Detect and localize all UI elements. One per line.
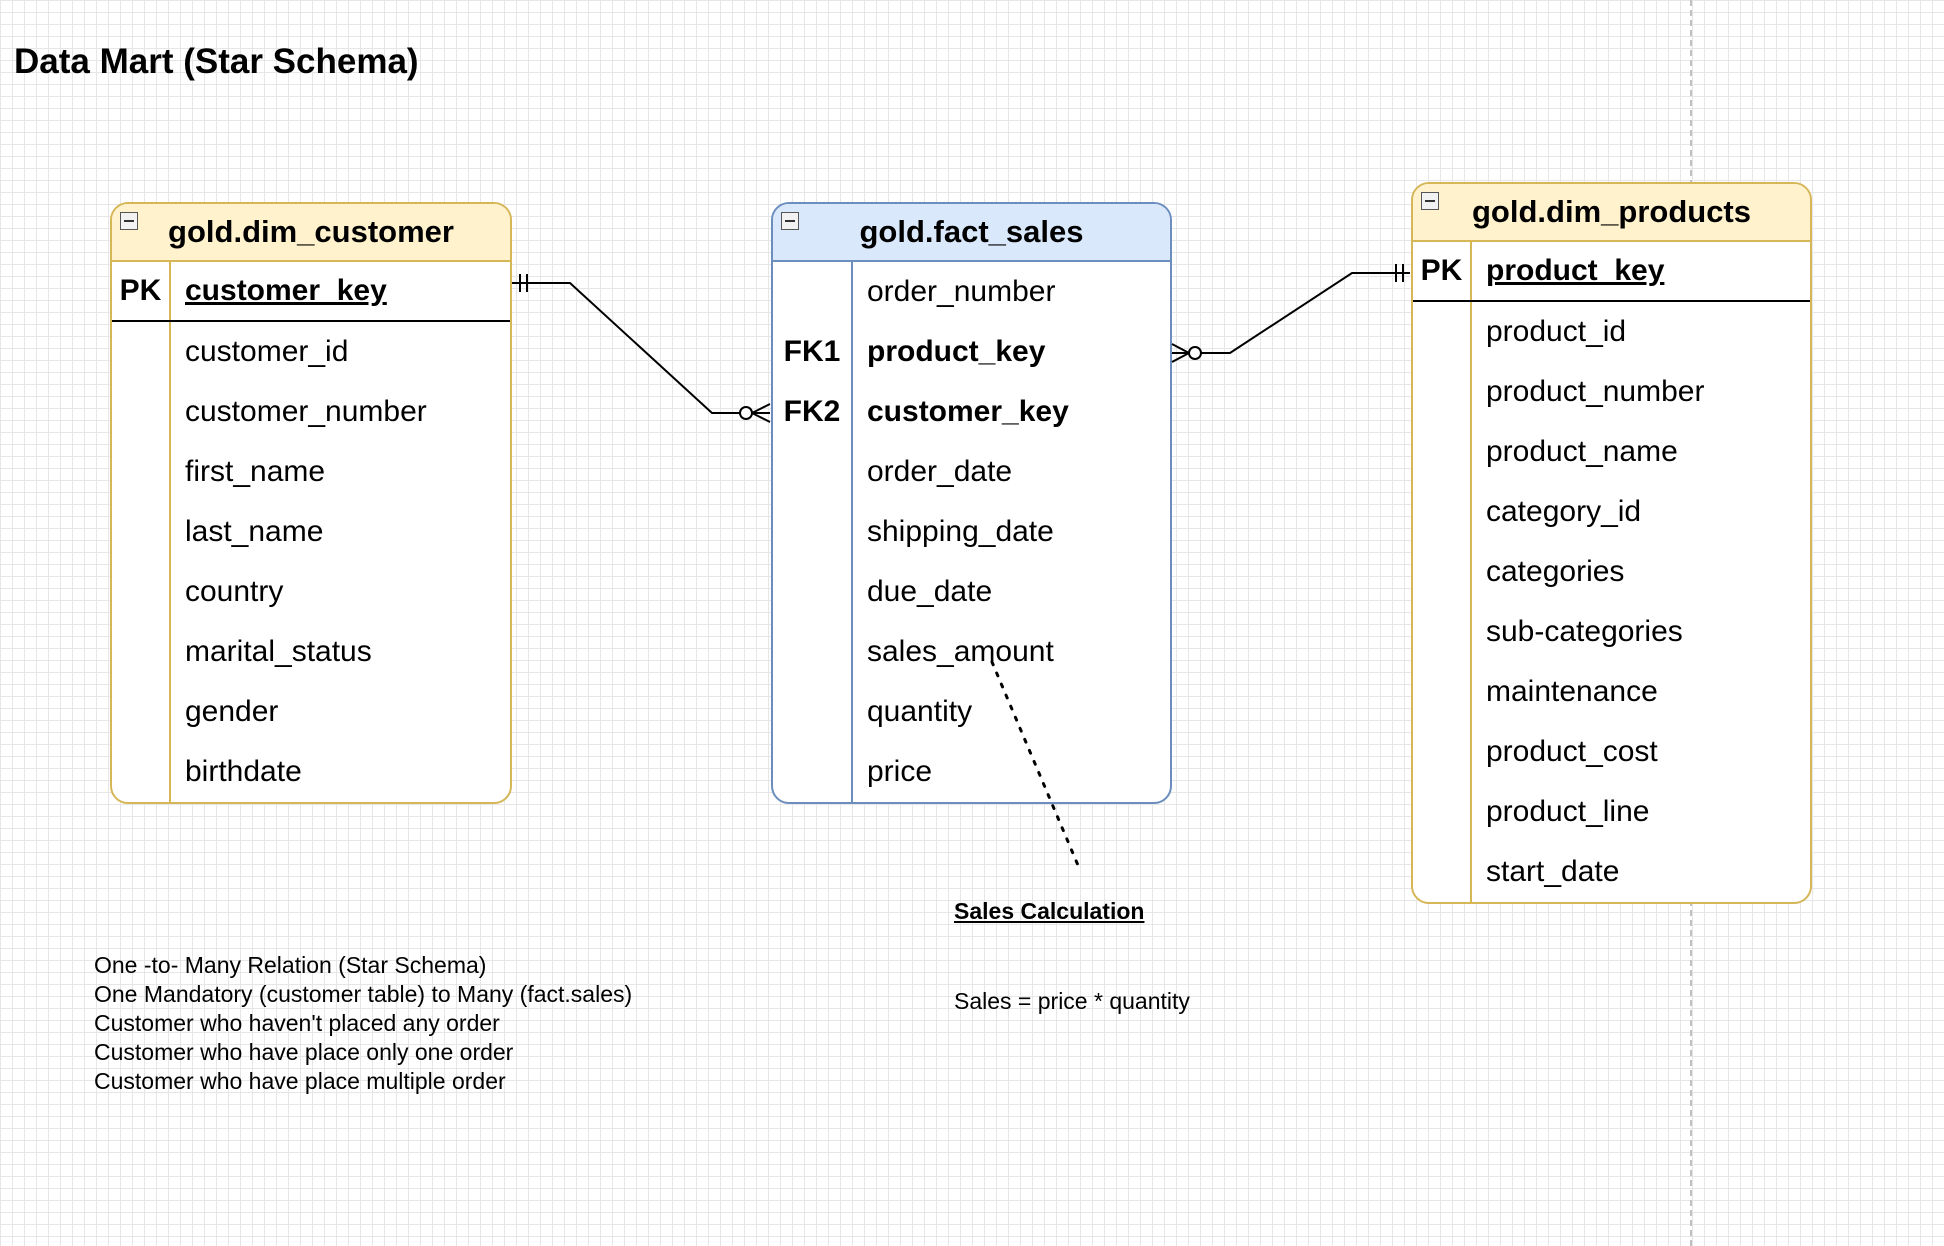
- entity-title: gold.dim_customer: [168, 214, 454, 249]
- field-name: product_id: [1486, 315, 1627, 348]
- table-row[interactable]: gender: [112, 682, 510, 742]
- entity-dim-products[interactable]: gold.dim_products PK product_key product…: [1411, 182, 1812, 904]
- field-name: customer_number: [185, 395, 427, 428]
- table-row[interactable]: FK1 product_key: [773, 322, 1170, 382]
- field-name: product_name: [1486, 435, 1678, 468]
- table-row[interactable]: marital_status: [112, 622, 510, 682]
- table-row[interactable]: sales_amount: [773, 622, 1170, 682]
- pk-row[interactable]: PK product_key: [1413, 242, 1810, 302]
- field-name: country: [185, 575, 284, 608]
- table-row[interactable]: FK2 customer_key: [773, 382, 1170, 442]
- field-name: sales_amount: [867, 635, 1054, 668]
- field-name: marital_status: [185, 635, 372, 668]
- entity-header[interactable]: gold.dim_products: [1413, 184, 1810, 242]
- customer-sales-relation[interactable]: [512, 274, 771, 423]
- collapse-icon[interactable]: [120, 212, 138, 230]
- field-name: first_name: [185, 455, 326, 488]
- table-row[interactable]: product_name: [1413, 422, 1810, 482]
- field-name: due_date: [867, 575, 993, 608]
- table-row[interactable]: last_name: [112, 502, 510, 562]
- calc-note-title: Sales Calculation: [954, 898, 1145, 924]
- key-label: [773, 442, 853, 502]
- field-name: customer_id: [185, 335, 349, 368]
- table-row[interactable]: order_number: [773, 262, 1170, 322]
- note-line: One -to- Many Relation (Star Schema): [94, 952, 487, 978]
- products-sales-relation[interactable]: [1171, 264, 1410, 363]
- key-label: FK2: [773, 382, 853, 442]
- calc-note-formula: Sales = price * quantity: [954, 988, 1190, 1014]
- field-name: last_name: [185, 515, 324, 548]
- table-row[interactable]: categories: [1413, 542, 1810, 602]
- table-row[interactable]: due_date: [773, 562, 1170, 622]
- table-row[interactable]: shipping_date: [773, 502, 1170, 562]
- note-line: Customer who have place multiple order: [94, 1068, 506, 1094]
- diagram-title: Data Mart (Star Schema): [14, 42, 419, 81]
- table-row[interactable]: customer_number: [112, 382, 510, 442]
- note-line: One Mandatory (customer table) to Many (…: [94, 981, 633, 1007]
- key-label: [773, 562, 853, 622]
- field-name: start_date: [1486, 855, 1620, 888]
- table-row[interactable]: birthdate: [112, 742, 510, 802]
- pk-field: customer_key: [185, 274, 387, 307]
- table-row[interactable]: start_date: [1413, 842, 1810, 902]
- field-name: order_date: [867, 455, 1013, 488]
- table-row[interactable]: product_number: [1413, 362, 1810, 422]
- field-name: product_number: [1486, 375, 1705, 408]
- table-row[interactable]: order_date: [773, 442, 1170, 502]
- table-row[interactable]: product_line: [1413, 782, 1810, 842]
- collapse-icon[interactable]: [1421, 192, 1439, 210]
- pk-label: PK: [1413, 242, 1472, 300]
- field-name: customer_key: [867, 395, 1069, 428]
- entity-title: gold.fact_sales: [859, 214, 1084, 249]
- relation-notes: One -to- Many Relation (Star Schema) One…: [94, 951, 632, 1096]
- table-row[interactable]: maintenance: [1413, 662, 1810, 722]
- note-line: Customer who haven't placed any order: [94, 1010, 500, 1036]
- table-row[interactable]: product_cost: [1413, 722, 1810, 782]
- key-label: [773, 682, 853, 742]
- table-row[interactable]: price: [773, 742, 1170, 802]
- pk-field: product_key: [1486, 254, 1665, 287]
- pk-row[interactable]: PK customer_key: [112, 262, 510, 322]
- field-name: product_key: [867, 335, 1046, 368]
- entity-header[interactable]: gold.dim_customer: [112, 204, 510, 262]
- annotation-connector[interactable]: [990, 660, 1082, 872]
- entity-title: gold.dim_products: [1472, 194, 1751, 229]
- key-label: [773, 502, 853, 562]
- field-name: sub-categories: [1486, 615, 1683, 648]
- table-row[interactable]: category_id: [1413, 482, 1810, 542]
- table-row[interactable]: quantity: [773, 682, 1170, 742]
- entity-fact-sales[interactable]: gold.fact_sales order_number FK1 product_…: [771, 202, 1172, 804]
- note-line: Customer who have place only one order: [94, 1039, 514, 1065]
- key-label: [773, 622, 853, 682]
- pk-label: PK: [112, 262, 171, 320]
- field-name: categories: [1486, 555, 1625, 588]
- field-name: maintenance: [1486, 675, 1658, 708]
- field-name: category_id: [1486, 495, 1642, 528]
- field-name: order_number: [867, 275, 1056, 308]
- table-row[interactable]: first_name: [112, 442, 510, 502]
- entity-header[interactable]: gold.fact_sales: [773, 204, 1170, 262]
- field-name: quantity: [867, 695, 973, 728]
- table-row[interactable]: customer_id: [112, 322, 510, 382]
- key-label: [773, 742, 853, 802]
- field-name: price: [867, 755, 933, 788]
- field-name: birthdate: [185, 755, 302, 788]
- field-name: product_line: [1486, 795, 1650, 828]
- key-label: [773, 262, 853, 322]
- table-row[interactable]: sub-categories: [1413, 602, 1810, 662]
- field-name: gender: [185, 695, 279, 728]
- field-name: shipping_date: [867, 515, 1054, 548]
- table-row[interactable]: product_id: [1413, 302, 1810, 362]
- table-row[interactable]: country: [112, 562, 510, 622]
- field-name: product_cost: [1486, 735, 1658, 768]
- collapse-icon[interactable]: [781, 212, 799, 230]
- entity-dim-customer[interactable]: gold.dim_customer PK customer_key custom…: [110, 202, 512, 804]
- key-label: FK1: [773, 322, 853, 382]
